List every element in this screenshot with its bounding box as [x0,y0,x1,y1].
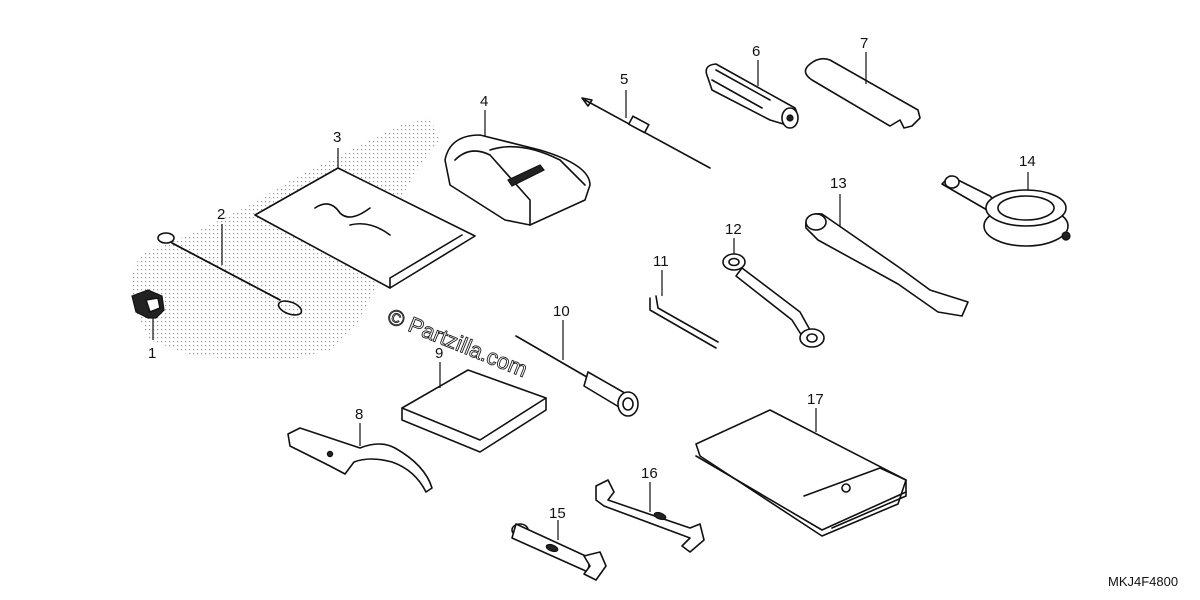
part-4-tool-bag[interactable] [444,110,591,226]
callout-8: 8 [355,406,363,423]
callout-10: 10 [553,303,570,320]
callout-13: 13 [830,175,847,192]
stipple-background [130,118,440,360]
callout-4: 4 [480,93,488,110]
part-5-screwdriver[interactable] [581,90,711,169]
callout-11: 11 [653,253,669,270]
part-15-open-wrench[interactable] [511,520,607,581]
callout-3: 3 [333,129,341,146]
callout-16: 16 [641,465,658,482]
callout-17: 17 [807,391,824,408]
callout-14: 14 [1019,153,1036,170]
watermark-text: © Partzilla.com [384,303,531,382]
callout-6: 6 [752,43,760,60]
callout-2: 2 [217,206,225,223]
part-14-gauge[interactable] [941,172,1071,247]
callout-5: 5 [620,71,628,88]
part-2-rod[interactable] [157,224,303,318]
part-11-hex-key[interactable] [649,270,719,349]
part-1-clip[interactable] [131,289,165,340]
part-6-handle[interactable] [705,60,799,129]
part-8-hook-spanner[interactable] [287,423,433,493]
part-17-pouch[interactable] [695,408,907,537]
part-7-flat-tool[interactable] [804,52,921,129]
callout-12: 12 [725,221,742,238]
callout-15: 15 [549,505,566,522]
diagram-code: MKJ4F4800 [1108,574,1178,589]
part-13-tube[interactable] [805,194,969,317]
part-3-bag[interactable] [254,148,476,289]
callout-7: 7 [860,35,868,52]
part-10-socket[interactable] [515,320,639,417]
part-12-ring-wrench[interactable] [722,238,825,348]
callout-9: 9 [435,345,443,362]
part-16-double-wrench[interactable] [595,479,705,553]
part-9-booklet[interactable] [401,362,547,453]
callout-1: 1 [148,345,156,362]
